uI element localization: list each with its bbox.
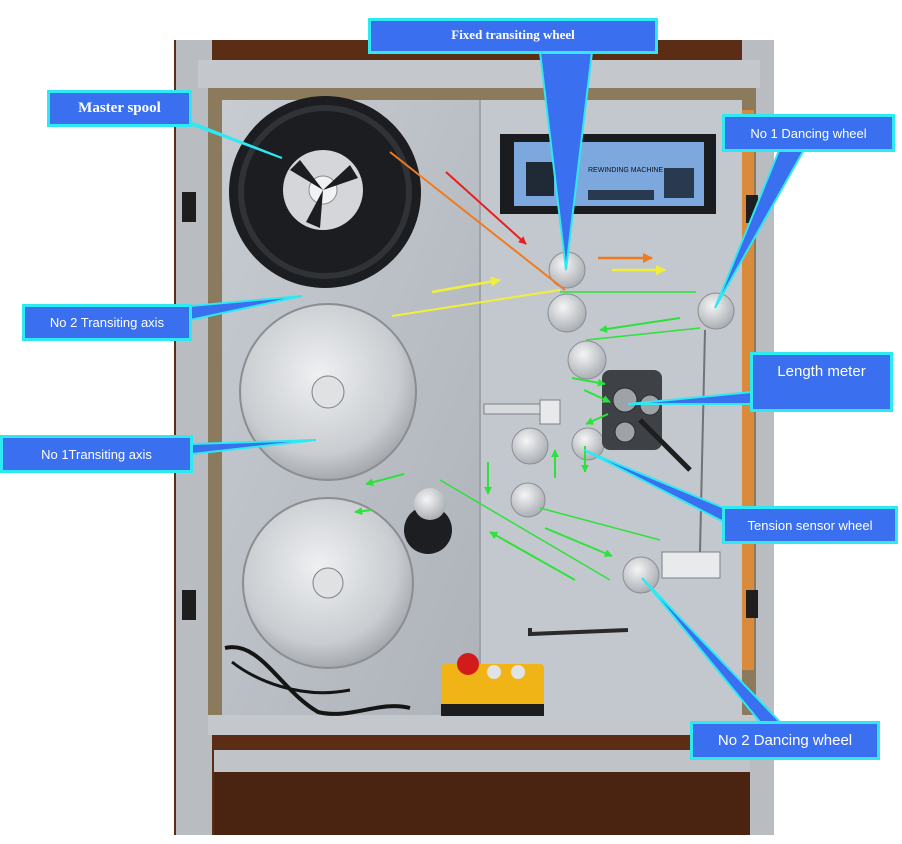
- wire-path: [439, 479, 611, 581]
- belt: [638, 418, 692, 472]
- label-no2-transiting-axis: No 2 Transiting axis: [22, 304, 192, 341]
- cabinet-top-rail: [198, 60, 760, 88]
- control-panel-title: REWINDING MACHINE: [588, 167, 663, 174]
- wire-direction-arrow: [354, 507, 373, 516]
- hinge: [746, 590, 758, 618]
- label-fixed-transiting-wheel: Fixed transiting wheel: [368, 18, 658, 54]
- cabinet-lower-rail: [214, 750, 750, 772]
- wire-direction-arrow: [583, 389, 611, 403]
- power-cable: [224, 645, 411, 716]
- cabinet-base: [214, 772, 750, 835]
- hinge: [182, 192, 196, 222]
- label-tension-sensor-wheel: Tension sensor wheel: [722, 506, 898, 544]
- wire-path: [389, 151, 566, 291]
- guide-pulley: [547, 293, 587, 333]
- master-spool-spoke: [290, 160, 323, 190]
- dancer-bracket: [661, 551, 721, 579]
- black-pulley-cap: [414, 488, 446, 520]
- label-no1-dancing-wheel: No 1 Dancing wheel: [722, 114, 895, 152]
- no1-dancing-wheel: [697, 292, 735, 330]
- wire-direction-arrow: [571, 377, 606, 387]
- wire-direction-arrow: [489, 531, 576, 581]
- stop-button: [511, 665, 525, 679]
- lever-arm: [528, 628, 629, 637]
- wire-direction-arrow: [585, 413, 609, 425]
- guide-pulley: [510, 482, 546, 518]
- wire-direction-arrow: [365, 473, 405, 487]
- guide-pulley: [511, 427, 549, 465]
- cabinet-bottom-rail: [208, 715, 756, 735]
- power-cable: [231, 660, 351, 695]
- hinge: [182, 590, 196, 620]
- sensor-block: [539, 399, 561, 425]
- length-meter-roller: [614, 421, 636, 443]
- wire-path: [539, 507, 661, 541]
- no1-transiting-axis-hub: [311, 375, 345, 409]
- label-length-meter: Length meter: [750, 352, 893, 412]
- master-spool-ring: [238, 105, 412, 279]
- tension-sensor-wheel: [571, 427, 605, 461]
- control-panel-lcd: [526, 162, 554, 196]
- wire-direction-arrow: [544, 527, 613, 557]
- no2-transiting-axis-hub: [312, 567, 344, 599]
- wire-path: [391, 289, 561, 317]
- wire-direction-arrow: [599, 317, 681, 333]
- guide-pulley: [567, 340, 607, 380]
- label-master-spool: Master spool: [47, 90, 192, 127]
- no2-dancing-wheel: [622, 556, 660, 594]
- start-button: [487, 665, 501, 679]
- emergency-stop-button: [457, 653, 479, 675]
- master-spool-spoke: [306, 190, 323, 228]
- wire-direction-arrow: [431, 276, 501, 294]
- black-pulley: [404, 506, 452, 554]
- wire-direction-arrow: [445, 171, 527, 245]
- dancer-rod: [699, 329, 706, 553]
- control-panel-keypad: [664, 168, 694, 198]
- label-no2-dancing-wheel: No 2 Dancing wheel: [690, 721, 880, 760]
- control-panel-keys: [588, 190, 654, 200]
- master-spool-spoke: [323, 165, 358, 190]
- emergency-box-base: [441, 704, 544, 716]
- label-no1-transiting-axis: No 1Transiting axis: [0, 435, 193, 473]
- length-meter-roller: [612, 387, 638, 413]
- wire-path: [585, 327, 701, 341]
